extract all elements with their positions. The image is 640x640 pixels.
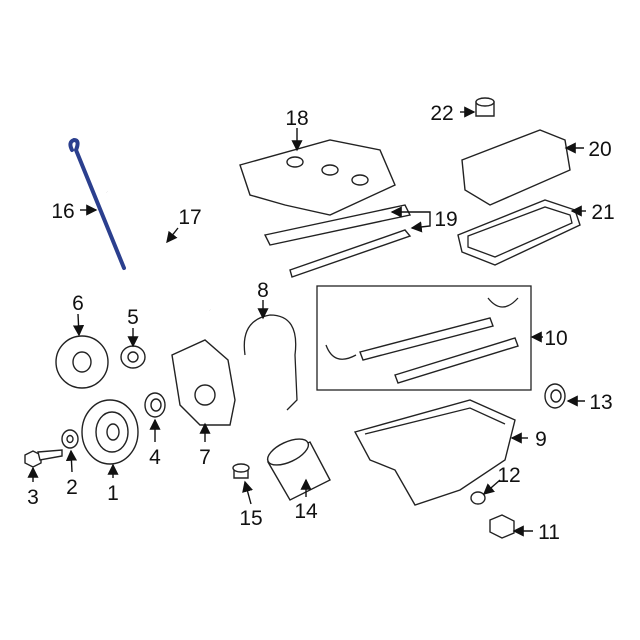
callout-9[interactable]: 9 [535,428,547,451]
callout-16[interactable]: 16 [51,200,74,223]
drain-bolt-part-11 [489,514,515,539]
intake-gaskets-part-19 [263,204,412,278]
callout-11[interactable]: 11 [538,521,560,544]
callout-15[interactable]: 15 [239,507,262,530]
callout-18[interactable]: 18 [285,107,308,130]
callout-6[interactable]: 6 [72,292,84,315]
callout-22[interactable]: 22 [430,102,453,125]
callout-21[interactable]: 21 [591,201,614,224]
harmonic-balancer-part-1 [81,399,139,465]
callout-10[interactable]: 10 [544,327,567,350]
callout-7[interactable]: 7 [199,446,211,469]
timing-cover-gasket-part-8 [243,314,298,411]
crank-gear-part-5 [120,345,146,369]
valve-cover-gasket-part-21 [457,199,581,266]
callout-4[interactable]: 4 [149,446,161,469]
dipstick-tube-part-17 [105,191,212,311]
washer-part-2 [61,429,79,449]
callout-12[interactable]: 12 [497,464,520,487]
drain-plug-part-15 [232,463,250,479]
gasket-washer-part-12 [470,491,486,505]
callout-14[interactable]: 14 [294,500,318,523]
callout-5[interactable]: 5 [127,306,139,329]
gasket-set-part-10 [316,285,532,391]
callout-17[interactable]: 17 [178,206,201,229]
rear-seal-part-13 [544,383,566,409]
front-seal-part-4 [144,392,166,418]
callout-3[interactable]: 3 [27,486,39,509]
bolt-part-3 [24,449,63,468]
dipstick-part-16[interactable] [68,137,126,270]
oil-cap-part-22 [475,97,495,117]
timing-cover-part-7 [171,339,236,426]
intake-manifold-part-18 [239,139,396,216]
callout-20[interactable]: 20 [588,138,611,161]
crank-flange-part-6 [55,335,109,389]
callout-8[interactable]: 8 [257,279,269,302]
callout-2[interactable]: 2 [66,476,78,499]
valve-cover-part-20 [461,129,571,206]
callout-13[interactable]: 13 [589,391,612,414]
oil-filter-part-14 [266,438,331,501]
callout-19[interactable]: 19 [434,208,457,231]
oil-pan-part-9 [353,399,516,506]
callout-1[interactable]: 1 [107,482,119,505]
